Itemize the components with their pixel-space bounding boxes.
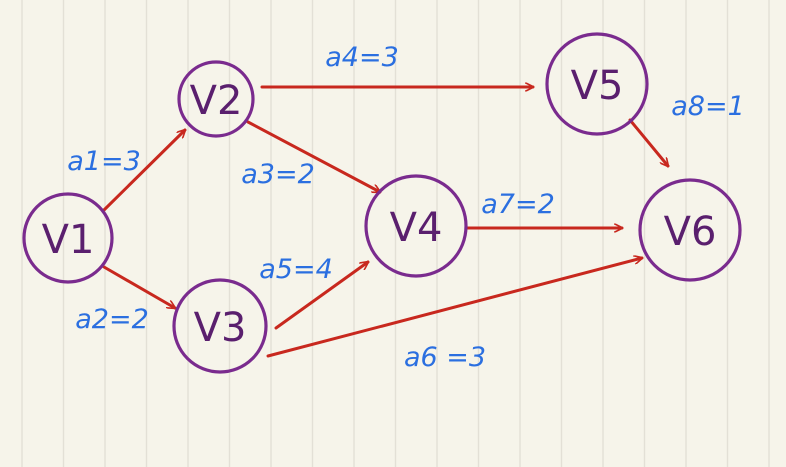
edge-label-a8: a8=1 [671, 91, 745, 122]
edge-a8: a8=1 [628, 91, 745, 166]
edge-arrow-a1 [102, 130, 185, 212]
node-label-v2: V2 [190, 78, 243, 124]
edge-arrow-a3 [246, 120, 380, 194]
node-circle-v1 [22, 192, 114, 284]
edge-label-a4: a4=3 [325, 42, 399, 73]
edge-label-a2: a2=2 [75, 304, 149, 335]
node-circle-v5 [545, 32, 649, 136]
edge-label-a5: a5=4 [259, 254, 333, 285]
edges-layer: a1=3 a2=2 a3=2 a4=3 a5=4 a6 =3 a7=2 a8=1 [67, 42, 745, 373]
node-circle-v3 [172, 278, 268, 374]
node-v4: V4 [364, 174, 468, 278]
edge-label-a6: a6 =3 [404, 342, 486, 373]
edge-label-a1: a1=3 [67, 146, 141, 177]
node-circle-v2 [177, 60, 255, 138]
edge-a5: a5=4 [259, 254, 368, 330]
node-circle-v6 [638, 178, 742, 282]
edge-a3: a3=2 [241, 120, 380, 194]
node-label-v4: V4 [390, 205, 443, 251]
edge-a1: a1=3 [67, 130, 185, 212]
edge-arrow-a8 [628, 118, 668, 166]
node-v6: V6 [638, 178, 742, 282]
edge-a7: a7=2 [465, 189, 624, 228]
edge-arrow-a6 [266, 258, 642, 358]
node-v5: V5 [545, 32, 649, 136]
node-v2: V2 [177, 60, 255, 138]
node-label-v6: V6 [664, 209, 717, 255]
edge-arrow-a2 [102, 265, 175, 310]
edge-a6: a6 =3 [266, 258, 642, 373]
edge-a4: a4=3 [260, 42, 535, 87]
node-label-v1: V1 [42, 217, 95, 263]
node-circle-v4 [364, 174, 468, 278]
node-v3: V3 [172, 278, 268, 374]
edge-arrow-a5 [274, 262, 368, 330]
edge-label-a7: a7=2 [481, 189, 555, 220]
edge-label-a3: a3=2 [241, 159, 315, 190]
node-v1: V1 [22, 192, 114, 284]
edge-a2: a2=2 [75, 265, 175, 335]
node-label-v3: V3 [194, 305, 247, 351]
node-label-v5: V5 [571, 63, 624, 109]
